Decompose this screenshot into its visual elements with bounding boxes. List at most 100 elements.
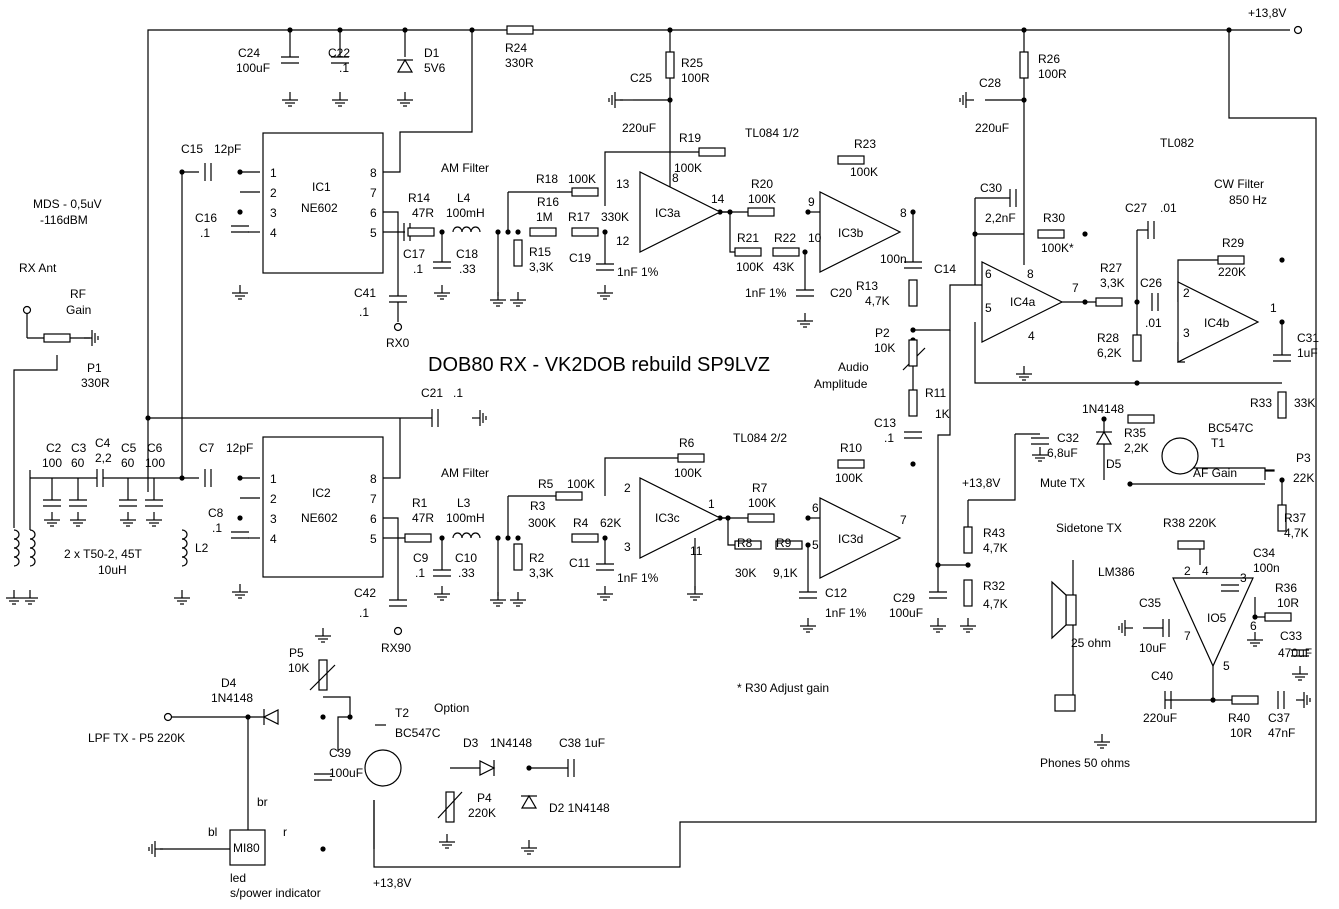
component-label: 22K [1293,471,1314,485]
junction-dot [1101,416,1107,422]
resistor [775,540,803,550]
component-label: C4 [95,436,111,450]
inductor [29,529,36,540]
ic1-box [262,132,384,274]
resistor [318,659,328,691]
lm386-amp [1172,577,1254,668]
am-filter-label: AM Filter [441,466,489,480]
component-label: P2 [875,326,890,340]
junction-dot [1021,97,1027,103]
junction-dot [1279,319,1285,325]
component-label: 100n [1253,561,1280,575]
component-label: C31 [1297,331,1319,345]
pin-number: 3 [270,206,277,220]
junction-dot [805,515,811,521]
cw-filter-label: CW Filter [1214,177,1264,191]
component-label: 1M [536,210,553,224]
mi80-box [229,829,266,866]
junction-dot [505,229,511,235]
mds-note: MDS - 0,5uV [33,197,102,211]
junction-dot [667,97,673,103]
component-label: 47R [412,206,434,220]
inductor [29,538,36,549]
junction-dot [439,535,445,541]
pin-number: 2 [1184,564,1191,578]
inductor [461,226,472,233]
component-label: R13 [856,279,878,293]
component-label: .1 [200,226,210,240]
lpf-label: LPF TX - P5 220K [88,731,185,745]
component-label: C41 [354,286,376,300]
component-label: R28 [1097,331,1119,345]
component-label: R10 [840,441,862,455]
component-label: BC547C [1208,421,1254,435]
component-label: 6,8uF [1047,446,1078,460]
pin-number: 2 [624,481,631,495]
resistor [1127,414,1155,424]
diode [262,709,279,725]
component-label: 10R [1230,726,1252,740]
junction-dot [1279,477,1285,483]
component-label: 100uF [236,61,270,75]
junction-dot [727,209,733,215]
wire [604,457,678,496]
junction-dot [347,714,353,720]
components [6,25,1311,866]
component-label: R11 [925,386,946,400]
component-label: C40 [1151,669,1173,683]
resistor [1264,612,1292,622]
component-label: 100R [681,71,710,85]
pin-number: 4 [1028,329,1035,343]
component-label: 2,2nF [985,211,1016,225]
component-label: 10K [874,341,895,355]
component-label: RX0 [386,336,410,350]
component-label: 220K [1218,265,1246,279]
component-label: C28 [979,76,1001,90]
inductor [461,532,472,539]
resistor [734,247,762,257]
component-label: 100uF [889,606,923,620]
component-label: 60 [71,456,85,470]
pin-number: 7 [1072,281,1079,295]
junction-dot [602,229,608,235]
component-label: C38 1uF [559,736,605,750]
r30-note: * R30 Adjust gain [737,681,829,695]
resistor [43,333,71,343]
junction-dot [320,714,326,720]
component-label: R30 [1043,211,1065,225]
coil-note: 2 x T50-2, 45T [64,547,142,561]
wires [145,27,1317,868]
wire [383,517,399,600]
component-label: C5 [121,441,137,455]
component-label: 330K [601,210,629,224]
junction-dot [802,249,808,255]
resistor [1277,391,1287,419]
junction-dot [935,562,941,568]
junction-dot [805,542,811,548]
component-label: C42 [354,586,376,600]
labels: C24100uFC22.1D15V6R24330RC25R25100R220uF… [19,6,1319,900]
pin-number: 5 [1223,659,1230,673]
opamp-symbol [819,191,902,273]
component-label: R3 [530,499,546,513]
junction-dot [1082,231,1088,237]
component-label: C35 [1139,596,1161,610]
ic4a-label: IC4a [1010,295,1036,309]
wire [974,322,1282,384]
component-label: D5 [1106,457,1122,471]
pin-number: 3 [270,512,277,526]
speaker [1051,580,1067,640]
pin-number: 3 [1240,571,1247,585]
diode [1095,430,1113,445]
pin-number: 5 [370,226,377,240]
ic1-label: IC1 [312,180,331,194]
component-label: 3,3K [529,260,554,274]
pin-number: 4 [1202,564,1209,578]
inductor [181,529,188,540]
led-label: led [230,871,246,885]
resistor [698,147,726,157]
ic2-label: IC2 [312,486,331,500]
component-label: P5 [289,646,304,660]
component-label: 100K [567,477,595,491]
component-label: 100R [1038,67,1067,81]
